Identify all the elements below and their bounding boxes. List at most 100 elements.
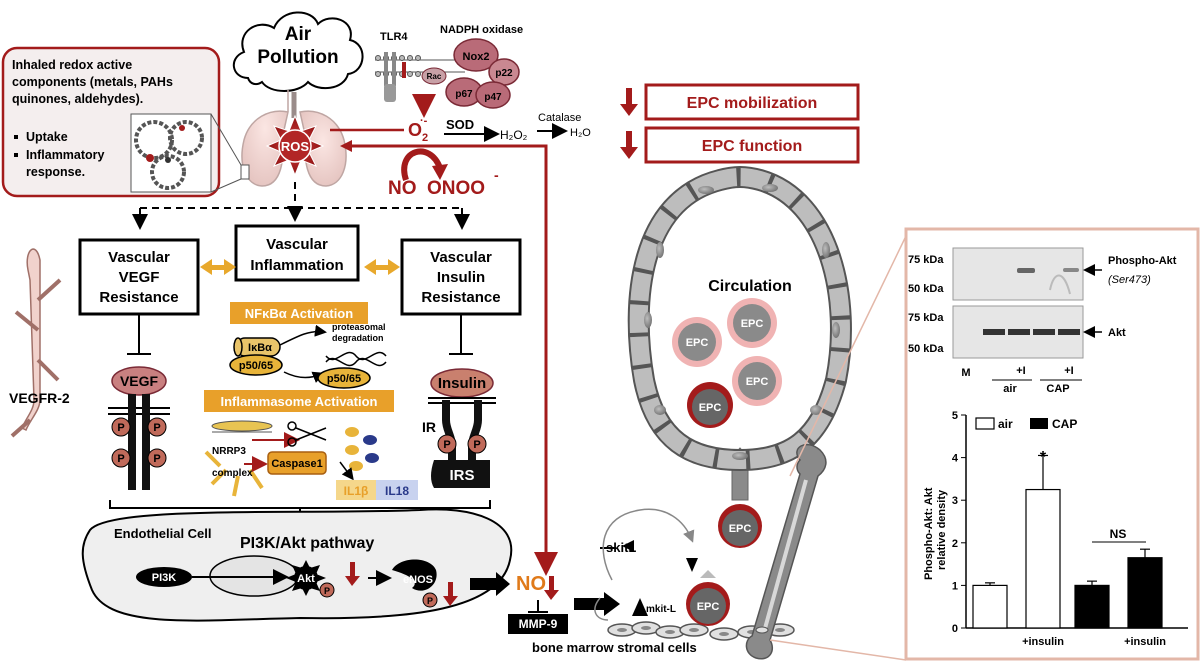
inhaled-bullet-inflammatory: Inflammatory xyxy=(26,148,105,162)
y-tick-label-3: 3 xyxy=(952,495,958,507)
legend-air-label: air xyxy=(998,417,1013,431)
ros-to-no-arrow xyxy=(340,140,558,576)
endothelial-cell-label: Endothelial Cell xyxy=(114,526,212,541)
insulin-label: Insulin xyxy=(438,375,486,392)
catalase-label: Catalase xyxy=(538,112,581,124)
pi3k-pathway-label: PI3K/Akt pathway xyxy=(240,535,374,552)
h2o2-label: H₂O₂ xyxy=(500,128,528,142)
pi3k-label: PI3K xyxy=(152,572,177,584)
significance-star: * xyxy=(1040,449,1047,466)
circ-epc-1: EPC xyxy=(686,337,709,349)
onoo-sup: - xyxy=(494,167,499,183)
circulation-vessel: Circulation EPC EPC EPC EPC xyxy=(627,166,852,472)
nrrp3-complex-label: complex xyxy=(212,468,253,479)
inhaled-line2: components (metals, PAHs xyxy=(12,75,173,89)
y-tick-label-1: 1 xyxy=(952,580,958,592)
ser473-label: (Ser473) xyxy=(1108,274,1151,286)
insulin-box-line3: Resistance xyxy=(421,289,500,306)
nox2-label: Nox2 xyxy=(463,51,490,63)
nfkb-panel: NFκBα Activation IκBα p50/65 proteasomal… xyxy=(229,302,387,389)
y-tick-label-2: 2 xyxy=(952,538,958,550)
akt-label: Akt xyxy=(297,573,315,585)
ir-label: IR xyxy=(422,419,436,435)
inhaled-bullet-uptake: Uptake xyxy=(26,130,68,144)
ros-chemistry: O 2 ·- SOD H₂O₂ Catalase H₂O NO ONOO - xyxy=(330,112,591,199)
insulin-resistance-box: Vascular Insulin Resistance xyxy=(400,238,522,316)
ikba-label: IκBα xyxy=(248,342,272,354)
akt-blot-label: Akt xyxy=(1108,327,1126,339)
insulin-p1: P xyxy=(443,439,450,451)
group-air: air xyxy=(1003,383,1017,395)
lane-i1: +I xyxy=(1016,365,1025,377)
inflammation-box-line2: Inflammation xyxy=(250,257,343,274)
y-tick-label-0: 0 xyxy=(952,623,958,635)
p47-label: p47 xyxy=(484,92,502,103)
mmp9-label: MMP-9 xyxy=(519,617,558,631)
kda-50-bottom: 50 kDa xyxy=(908,343,944,355)
onoo-label: ONOO xyxy=(427,178,485,199)
vegf-box-line2: VEGF xyxy=(119,269,160,286)
enos-to-no-arrow xyxy=(470,572,510,596)
p67-label: p67 xyxy=(455,89,473,100)
circ-epc-4: EPC xyxy=(699,402,722,414)
x-label-insulin-air: +insulin xyxy=(1022,636,1064,648)
vegfr2-label: VEGFR-2 xyxy=(9,390,70,406)
superoxide-sup: ·- xyxy=(420,115,428,127)
p5065-left-label: p50/65 xyxy=(239,360,273,372)
inhaled-line3: quinones, aldehydes). xyxy=(12,92,143,106)
marrow-no-label: NO xyxy=(516,573,546,595)
air-pollution-line1: Air xyxy=(285,24,312,45)
p5065-right-label: p50/65 xyxy=(327,373,361,385)
proteasomal-line2: degradation xyxy=(332,333,384,343)
results-panel: 75 kDa 50 kDa 75 kDa 50 kDa Phospho-Akt … xyxy=(904,227,1200,661)
circ-epc-3: EPC xyxy=(746,376,769,388)
bar-1 xyxy=(1025,488,1061,629)
vegf-box-line3: Resistance xyxy=(99,289,178,306)
endothelial-cell: Endothelial Cell PI3K/Akt pathway PI3K A… xyxy=(81,508,513,622)
inhaled-bullet-response: response. xyxy=(26,165,85,179)
x-label-insulin-cap: +insulin xyxy=(1124,636,1166,648)
insulin-box-line1: Vascular xyxy=(430,249,492,266)
air-pollution-cloud: Air Pollution xyxy=(233,11,364,92)
insulin-p2: P xyxy=(473,439,480,451)
nfkb-title: NFκBα Activation xyxy=(245,306,353,321)
tlr4-label: TLR4 xyxy=(380,31,408,43)
inflammation-box: Vascular Inflammation xyxy=(234,224,360,282)
p22-label: p22 xyxy=(495,68,513,79)
marrow-signaling: NO MMP-9 skitL mkit-L bone marrow stroma… xyxy=(508,447,795,655)
il1b-label: IL1β xyxy=(344,484,369,498)
mkitl-label: mkit-L xyxy=(646,604,676,615)
inflammasome-panel: Inflammasome Activation NRRP3 complex Ca… xyxy=(204,390,418,500)
il18-label: IL18 xyxy=(385,484,409,498)
akt-p: P xyxy=(324,586,330,596)
nadph-oxidase: TLR4 NADPH oxidase Nox2 p22 Rac p67 p47 xyxy=(375,24,523,118)
y-axis-label-2: relative density xyxy=(936,489,948,570)
y-tick-label-5: 5 xyxy=(952,410,958,422)
lane-i2: +I xyxy=(1064,365,1073,377)
bone xyxy=(745,443,827,660)
legend-air-swatch xyxy=(975,417,995,430)
insulin-box-line2: Insulin xyxy=(437,269,485,286)
inflammasome-title: Inflammasome Activation xyxy=(220,394,377,409)
superoxide-sub: 2 xyxy=(422,132,428,144)
epc-mobilization-label: EPC mobilization xyxy=(687,95,818,112)
vegf-resistance-box: Vascular VEGF Resistance xyxy=(78,238,200,316)
epc-outcome-boxes: EPC mobilization EPC function xyxy=(620,83,860,164)
y-axis-label: Phospho-Akt: Akt xyxy=(923,487,935,580)
inflammation-box-line1: Vascular xyxy=(266,236,328,253)
rising-epc-label: EPC xyxy=(729,523,752,535)
insulin-receptor: Insulin IR P P IRS xyxy=(422,368,496,488)
inhaled-line1: Inhaled redox active xyxy=(12,58,132,72)
zoom-connectors xyxy=(769,235,907,661)
enos-label: eNOS xyxy=(403,574,433,586)
rac-label: Rac xyxy=(427,72,442,81)
irs-label: IRS xyxy=(449,467,474,484)
bar-0 xyxy=(972,584,1008,629)
epc-function-label: EPC function xyxy=(702,138,802,155)
sod-label: SOD xyxy=(446,117,474,132)
ns-label: NS xyxy=(1110,527,1127,541)
bar-3 xyxy=(1127,557,1163,629)
vegf-p2: P xyxy=(153,422,160,434)
vegf-p1: P xyxy=(117,422,124,434)
